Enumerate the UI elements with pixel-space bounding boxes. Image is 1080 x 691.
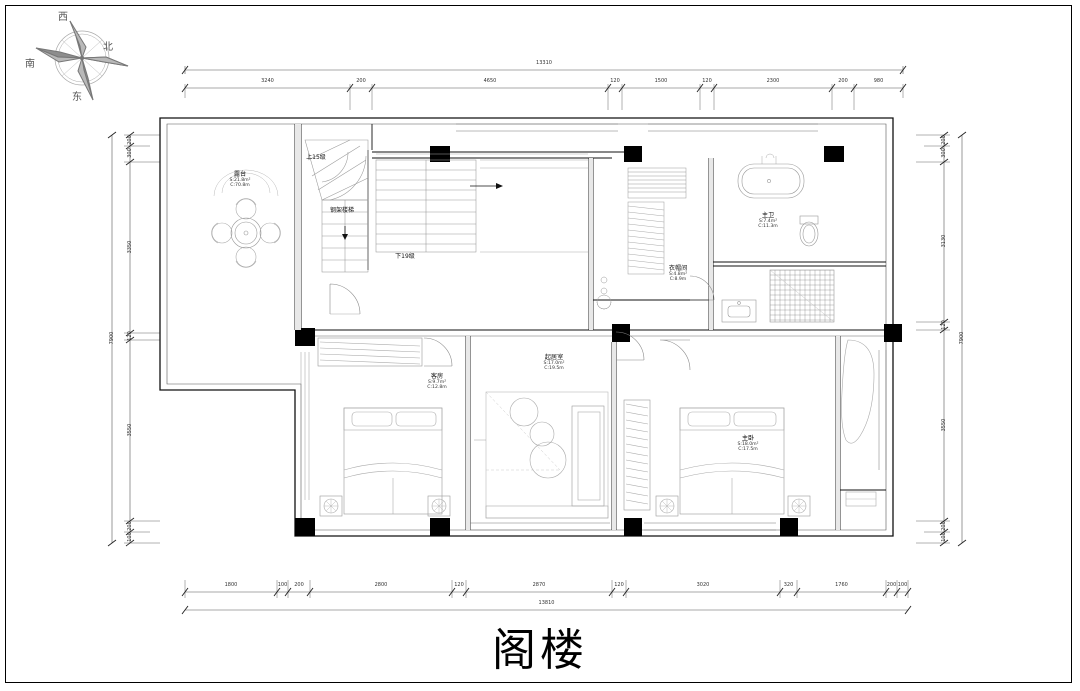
dim-left-seg-1: 300 (127, 148, 133, 158)
room-name: 露台 (233, 171, 247, 178)
room-perimeter: C:19.5m (544, 366, 564, 372)
dim-top-seg-8: 980 (873, 78, 884, 84)
room-area: S:9.7m² (427, 380, 447, 386)
compass-label-west: 西 (58, 12, 68, 23)
dim-bottom-total: 13810 (538, 600, 555, 606)
room-perimeter: C:17.5m (738, 447, 758, 453)
terrace-furniture (211, 169, 281, 268)
room-area: S:7.4m² (758, 219, 778, 225)
structural-columns (295, 146, 902, 536)
master-bedroom-furniture (623, 339, 877, 517)
dim-left-seg-4: 3550 (127, 423, 133, 436)
dim-left-seg-6: 100 (127, 531, 133, 542)
dim-bottom-seg-8: 320 (783, 582, 794, 588)
room-name: 衣帽间 (668, 265, 688, 272)
room-perimeter: C:12.8m (427, 385, 447, 391)
dim-top-seg-2: 4650 (483, 78, 497, 84)
dim-bottom-seg-9: 1760 (835, 582, 848, 588)
dim-bottom-seg-4: 120 (454, 582, 464, 588)
dim-bottom-seg-1: 100 (277, 582, 288, 588)
dim-right-total: 7900 (959, 331, 965, 345)
guest-room-furniture (300, 337, 451, 517)
dim-top-seg-5: 120 (702, 78, 712, 84)
stair-label-up-15: 上15级 (306, 154, 326, 161)
room-area: S:21.8m² (229, 178, 251, 184)
wall-fills (295, 124, 840, 530)
room-perimeter: C:8.9m (669, 277, 687, 283)
dimension-lines (107, 65, 967, 615)
room-name: 起居室 (544, 354, 564, 361)
dim-top-seg-0: 3240 (261, 78, 274, 84)
dim-right-seg-6: 100 (941, 531, 947, 542)
dim-right-seg-2: 3130 (941, 234, 947, 248)
dim-right-seg-3: 120 (941, 320, 947, 330)
dim-bottom-seg-3: 2800 (374, 582, 388, 588)
sheet-border (5, 5, 1072, 683)
living-room-furniture (474, 391, 609, 519)
dim-top-seg-1: 200 (356, 78, 366, 84)
dim-bottom-seg-11: 100 (897, 582, 908, 588)
room-area: S:17.0m² (543, 361, 565, 367)
room-perimeter: C:11.3m (758, 224, 778, 230)
master-bath-fixtures (721, 153, 835, 323)
dim-bottom-seg-7: 3020 (696, 582, 710, 588)
steel-staircase (304, 139, 588, 273)
dim-top-seg-4: 1500 (654, 78, 668, 84)
dim-bottom-seg-6: 120 (614, 582, 624, 588)
room-name: 主卫 (761, 212, 775, 219)
dim-left-seg-3: 120 (127, 330, 133, 341)
dim-right-seg-4: 3550 (941, 418, 947, 431)
dim-bottom-seg-10: 200 (886, 582, 897, 588)
door-swings (329, 275, 715, 371)
drawing-title: 阁楼 (492, 625, 588, 676)
stair-label-steel-stair: 钢架楼梯 (329, 207, 354, 214)
windows (456, 123, 887, 531)
room-name: 客房 (430, 373, 444, 380)
dim-bottom-seg-0: 1800 (224, 582, 238, 588)
compass-label-east: 东 (72, 92, 82, 103)
dim-bottom-seg-5: 2870 (532, 582, 546, 588)
dim-left-seg-2: 3350 (127, 240, 133, 253)
dim-top-total: 13310 (536, 60, 552, 66)
room-name: 主卧 (741, 435, 755, 442)
compass-label-south: 南 (25, 59, 35, 70)
stair-label-down-19: 下19级 (395, 253, 415, 260)
room-area: S:4.8m² (668, 272, 688, 278)
dim-left-total: 7900 (109, 331, 115, 345)
dim-right-seg-1: 300 (941, 148, 947, 158)
dim-top-seg-3: 120 (610, 78, 620, 84)
room-perimeter: C:70.8m (230, 183, 250, 189)
walk-in-closet-fittings (596, 167, 687, 310)
compass-label-north: 北 (103, 42, 113, 53)
dim-bottom-seg-2: 200 (294, 582, 304, 588)
dim-top-seg-6: 2300 (766, 78, 780, 84)
room-area: S:18.0m² (737, 442, 759, 448)
dim-top-seg-7: 200 (838, 78, 848, 84)
compass-rose-graphic (35, 20, 129, 101)
